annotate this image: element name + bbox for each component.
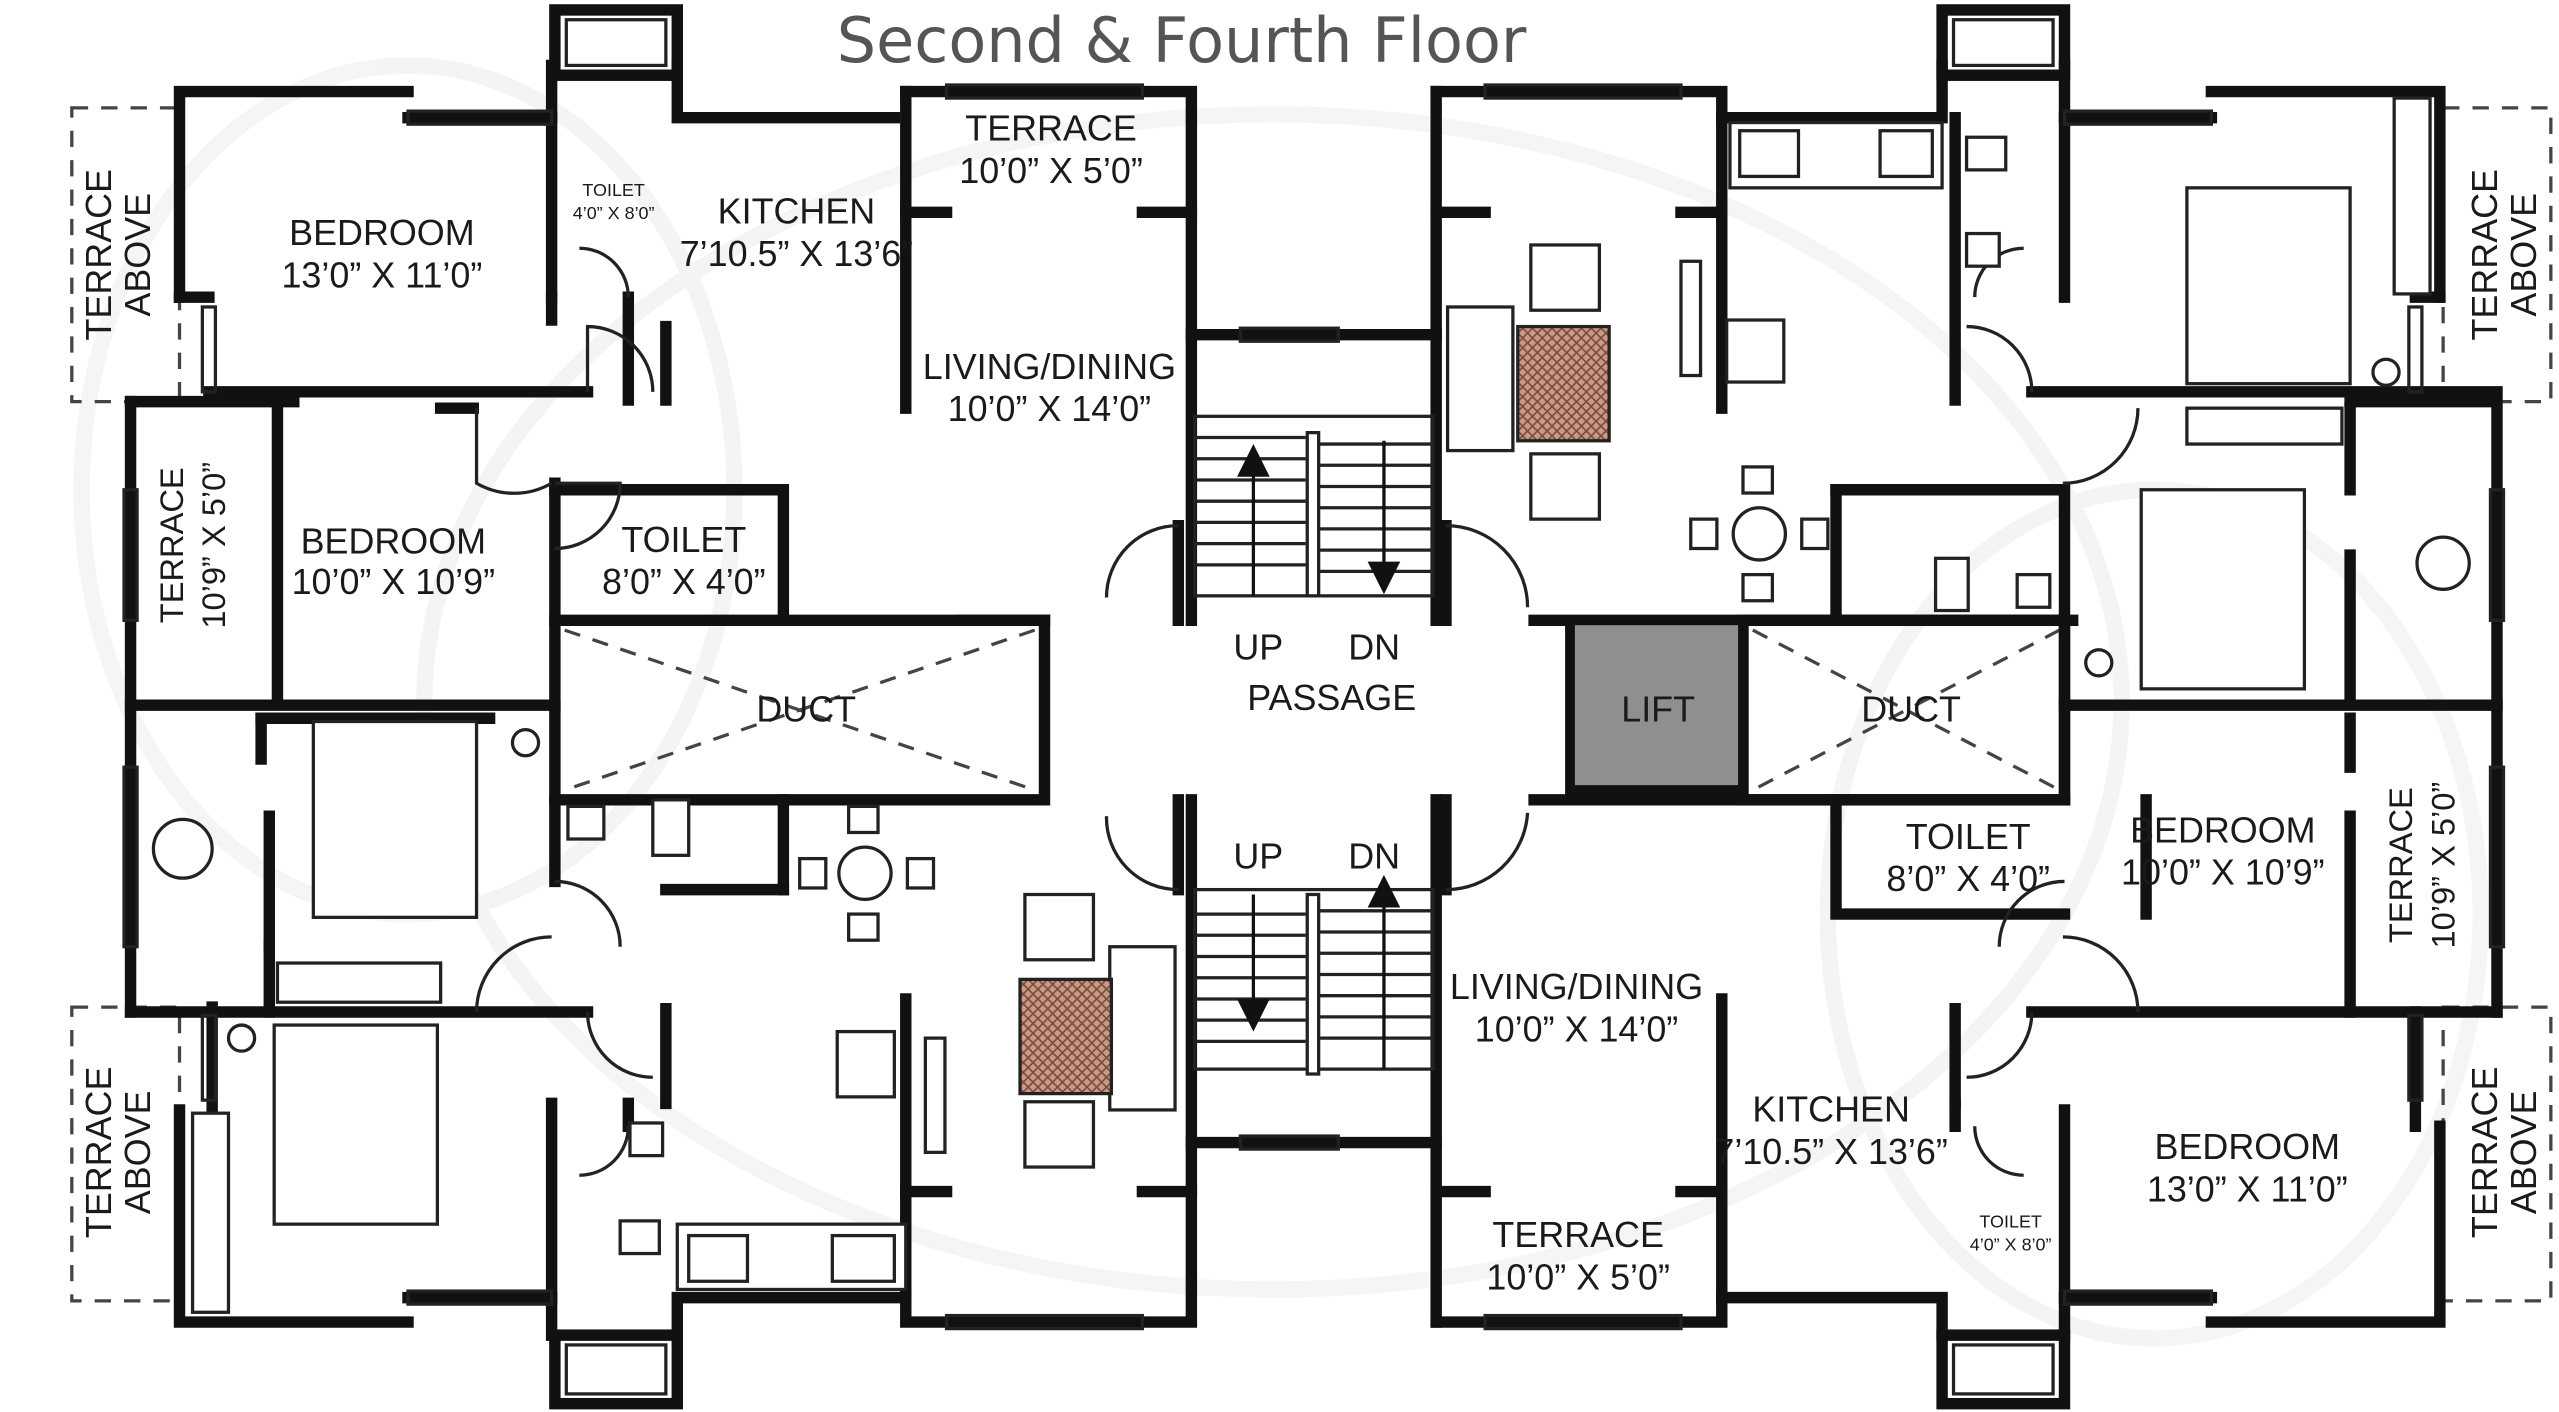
bed-tr-lower (2084, 406, 2471, 691)
terrace-above-br-label: TERRACE (2465, 1067, 2505, 1239)
svg-text:TERRACE: TERRACE (153, 467, 190, 623)
lift-shaft (1565, 615, 1748, 795)
kitchen-br-size: 7’10.5” X 13’6” (1714, 1132, 1947, 1172)
living-top-name: LIVING/DINING (923, 347, 1176, 387)
kitchen-br-name: KITCHEN (1752, 1089, 1910, 1129)
shaft-tl (549, 4, 683, 81)
bedroom-ml-size: 10’0” X 10’9” (292, 562, 496, 602)
walls (124, 59, 2503, 1341)
passage-label: PASSAGE (1247, 678, 1416, 718)
bedroom-mr-name: BEDROOM (2130, 810, 2315, 850)
terrace-bottom-size: 10’0” X 5’0” (1486, 1257, 1670, 1297)
svg-text:TERRACEABOVE: TERRACEABOVE (2465, 1067, 2544, 1239)
terrace-above-bl-outline (70, 1005, 182, 1303)
shaft-br (1936, 1329, 2071, 1410)
living-top-size: 10’0” X 14’0” (948, 389, 1151, 429)
terrace-left-size: 10’9” X 5’0” (195, 462, 232, 629)
terrace-above-tr-label: TERRACE (2465, 169, 2505, 340)
dn-bottom-label: DN (1348, 836, 1400, 876)
kitchen-counter-bl (675, 1222, 908, 1292)
terrace-right-name: TERRACE (2382, 787, 2419, 943)
duct-right-label: DUCT (1861, 690, 1961, 730)
terrace-above-tl-label: TERRACE (79, 169, 119, 340)
bedroom-tl-name: BEDROOM (289, 213, 474, 253)
svg-text:TERRACEABOVE: TERRACEABOVE (2465, 169, 2544, 340)
up-bottom-label: UP (1233, 836, 1283, 876)
kitchen-tl-name: KITCHEN (718, 192, 876, 232)
up-top-label: UP (1233, 627, 1283, 667)
door-swings (474, 246, 2140, 1177)
bedroom-br-size: 13’0” X 11’0” (2147, 1169, 2348, 1209)
bedroom-tl-size: 13’0” X 11’0” (281, 255, 482, 295)
shaft-tr (1936, 4, 2071, 81)
toilet-tl-name: TOILET (582, 180, 645, 200)
toilet-br-size: 4’0” X 8’0” (1970, 1234, 2052, 1254)
terrace-top-size: 10’0” X 5’0” (959, 151, 1143, 191)
staircase-top (1193, 414, 1435, 598)
toilet-mr-name: TOILET (1906, 817, 2031, 857)
toilet-fixtures-tr (1933, 135, 2052, 613)
bedroom-ml-name: BEDROOM (301, 521, 486, 561)
duct-left-shape (564, 628, 1036, 792)
toilet-fixtures-bl (566, 798, 691, 1256)
room-labels: TERRACEABOVE TERRACEABOVE TERRACEABOVE T… (79, 109, 2544, 1298)
bedroom-mr-size: 10’0” X 10’9” (2121, 853, 2325, 893)
kitchen-tl-size: 7’10.5” X 13’6” (680, 234, 913, 274)
bed-bl-lower (190, 1023, 440, 1314)
svg-text:TERRACEABOVE: TERRACEABOVE (79, 169, 158, 340)
bed-bl-upper (151, 719, 541, 1004)
svg-text:10’9” X 5’0”: 10’9” X 5’0” (195, 462, 232, 629)
bed-tr-upper (2185, 96, 2432, 387)
dn-top-label: DN (1348, 627, 1400, 667)
living-bottom-name: LIVING/DINING (1450, 967, 1703, 1007)
toilet-mr-size: 8’0” X 4’0” (1886, 859, 2050, 899)
bedroom-br-name: BEDROOM (2155, 1127, 2340, 1167)
floor-title: Second & Fourth Floor (837, 4, 1527, 77)
terrace-top-name: TERRACE (965, 109, 1137, 149)
dining-set-tr (1689, 465, 1830, 603)
svg-text:10’9” X 5’0”: 10’9” X 5’0” (2425, 782, 2462, 949)
toilet-br-name: TOILET (1979, 1211, 2042, 1231)
staircase-bottom (1193, 874, 1435, 1076)
terrace-above-bl-label-line2: ABOVE (118, 1091, 158, 1215)
terrace-right-size: 10’9” X 5’0” (2425, 782, 2462, 949)
lift-label: LIFT (1621, 690, 1695, 730)
living-bottom-size: 10’0” X 14’0” (1475, 1009, 1679, 1049)
svg-text:TERRACE: TERRACE (2382, 787, 2419, 943)
kitchen-counter-tr (1728, 120, 1944, 190)
windows (122, 83, 2506, 1331)
terrace-left-name: TERRACE (153, 467, 190, 623)
terrace-above-br-label-line2: ABOVE (2504, 1091, 2544, 1215)
terrace-above-bl-label: TERRACE (79, 1067, 119, 1239)
sofa-set-tr (1445, 243, 1786, 521)
svg-text:TERRACEABOVE: TERRACEABOVE (79, 1067, 158, 1239)
toilet-ml-name: TOILET (621, 520, 746, 560)
toilet-tl-size: 4’0” X 8’0” (573, 203, 655, 223)
shaft-bl (549, 1329, 683, 1410)
terrace-bottom-name: TERRACE (1492, 1215, 1663, 1255)
duct-left-label: DUCT (756, 690, 856, 730)
dining-set-bl (798, 804, 936, 942)
terrace-above-tl-label-line2: ABOVE (118, 193, 158, 317)
toilet-ml-size: 8’0” X 4’0” (602, 562, 766, 602)
terrace-above-tr-label-line2: ABOVE (2504, 193, 2544, 317)
sofa-set-bl (835, 892, 1177, 1169)
